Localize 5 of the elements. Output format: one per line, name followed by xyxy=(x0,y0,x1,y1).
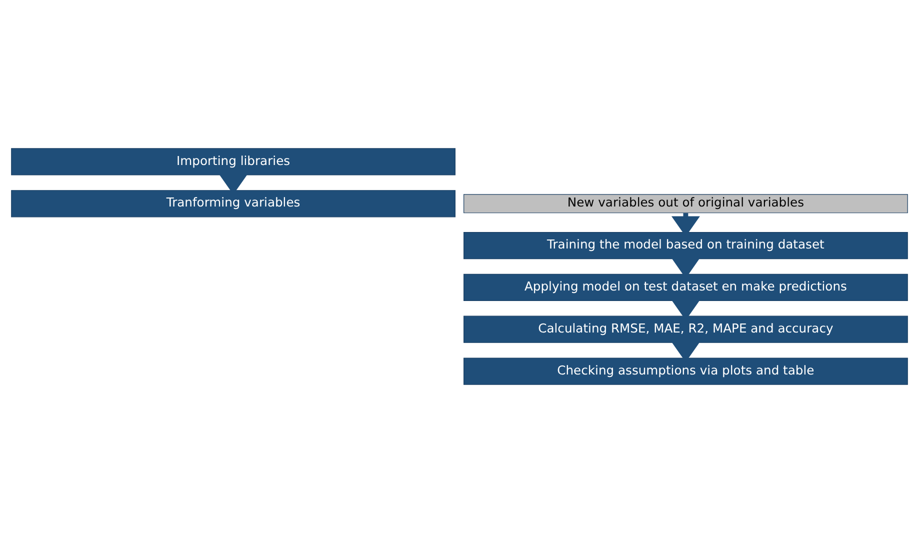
node-box: Tranforming variables xyxy=(11,190,456,218)
node-box: Importing libraries xyxy=(11,148,456,176)
node-box: Checking assumptions via plots and table xyxy=(464,358,908,385)
node-box: New variables out of original variables xyxy=(464,194,908,214)
node-box: Calculating RMSE, MAE, R2, MAPE and accuracy xyxy=(464,316,908,343)
